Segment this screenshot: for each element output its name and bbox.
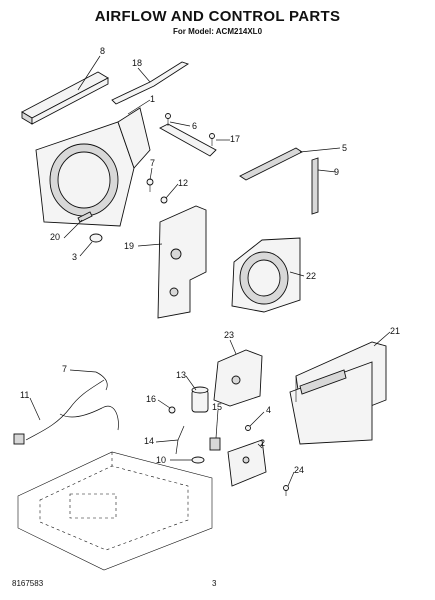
callout-8: 8 (100, 46, 105, 56)
callout-20: 20 (50, 232, 60, 242)
part-11-harness (13, 371, 119, 445)
callout-14: 14 (144, 436, 154, 446)
part-13-capacitor (191, 386, 209, 413)
callout-13: 13 (176, 370, 186, 380)
screw-7-12 (146, 178, 168, 204)
callout-6: 6 (192, 121, 197, 131)
callout-7-top: 7 (150, 158, 155, 168)
document-number: 8167583 (12, 579, 44, 588)
callout-4: 4 (266, 405, 271, 415)
screw-4-24 (245, 425, 289, 496)
callout-23: 23 (224, 330, 234, 340)
part-2-panel (227, 439, 267, 487)
leader-lines (29, 55, 391, 487)
page-title: AIRFLOW AND CONTROL PARTS (94, 8, 341, 25)
part-19-control-bracket (157, 205, 207, 319)
part-21-cabinet (289, 341, 387, 445)
part-15-10-switch (191, 437, 221, 464)
callout-2: 2 (260, 438, 265, 448)
callout-24: 24 (294, 465, 304, 475)
callout-10: 10 (156, 455, 166, 465)
callout-3: 3 (72, 252, 77, 262)
callout-18: 18 (132, 58, 142, 68)
callout-5: 5 (342, 143, 347, 153)
callout-22: 22 (306, 271, 316, 281)
callout-19: 19 (124, 241, 134, 251)
part-23-switch-bracket (213, 349, 263, 407)
callout-1: 1 (150, 94, 155, 104)
part-6-17-bracket (159, 113, 217, 157)
part-1-shroud (35, 107, 151, 227)
base-pan (17, 451, 213, 571)
callout-12: 12 (178, 178, 188, 188)
part-20-3-clips (77, 211, 103, 243)
page-number: 3 (212, 579, 217, 588)
part-22-scroll-housing (231, 237, 301, 313)
callout-16: 16 (146, 394, 156, 404)
part-9-strip (311, 157, 319, 215)
callout-21: 21 (390, 326, 400, 336)
part-8-top-rail (21, 71, 109, 125)
callout-labels: 8 18 1 6 17 5 7 12 9 20 3 19 22 21 23 7 … (20, 46, 400, 475)
part-5-gasket (239, 147, 303, 181)
callout-17: 17 (230, 134, 240, 144)
callout-15: 15 (212, 402, 222, 412)
callout-11: 11 (20, 390, 29, 400)
callout-9: 9 (334, 167, 339, 177)
part-16-14-strap (168, 406, 185, 455)
model-subtitle: For Model: ACM214XL0 (172, 27, 263, 36)
callout-7-lower: 7 (62, 364, 67, 374)
